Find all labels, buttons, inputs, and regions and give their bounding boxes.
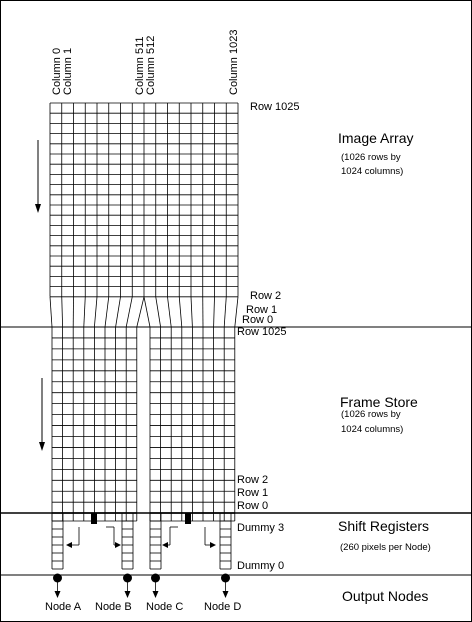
column-512-label: Column 512	[145, 36, 157, 95]
output-node-dot-2	[151, 573, 160, 583]
transition-line-right	[234, 296, 239, 328]
node-a-label: Node A	[45, 601, 82, 613]
frame-store-note-2: 1024 columns)	[341, 424, 403, 435]
image-row-1-label: Row 1	[246, 304, 277, 316]
register-split-block-1	[185, 513, 191, 524]
transition-lines	[49, 296, 239, 328]
frame-transfer-arrow	[39, 378, 45, 451]
shift-arrow-b-head	[115, 542, 121, 548]
frame-row-1025-label: Row 1025	[237, 326, 287, 338]
shift-arrow-c-head	[162, 542, 168, 548]
shift-arrows	[66, 526, 216, 548]
image-array-note-1: (1026 rows by	[341, 152, 401, 163]
shift-registers-title: Shift Registers	[338, 518, 429, 534]
transition-line-right	[223, 296, 227, 328]
output-node-arrow-1	[124, 591, 131, 598]
transition-line-left	[83, 296, 86, 328]
dummy-3-label: Dummy 3	[237, 522, 284, 534]
node-c-label: Node C	[146, 601, 183, 613]
output-node-markers	[53, 573, 230, 598]
image-array-note-2: 1024 columns)	[341, 166, 403, 177]
column-511-label: Column 511	[134, 37, 146, 96]
output-node-arrow-3	[222, 591, 229, 598]
output-node-dot-0	[53, 573, 62, 583]
transition-line-right	[213, 296, 215, 328]
transition-line-right	[143, 296, 151, 328]
frame-row-0-label: Row 0	[237, 500, 268, 512]
transition-line-left	[115, 296, 121, 328]
transition-line-left	[104, 296, 110, 328]
shift-arrow-a-head	[66, 542, 72, 548]
output-node-dot-3	[221, 573, 230, 583]
frame-store-note-1: (1026 rows by	[341, 409, 401, 420]
output-node-arrow-0	[54, 591, 61, 598]
image-array-grid	[49, 102, 239, 298]
shift-arrow-d-head	[210, 542, 216, 548]
register-split-block-0	[91, 513, 97, 524]
image-row-1025-label: Row 1025	[250, 101, 300, 113]
column-0-label: Column 0	[51, 48, 63, 95]
transition-line-left	[125, 296, 133, 328]
transition-line-left	[94, 296, 98, 328]
shift-register-grid	[51, 512, 236, 570]
node-b-label: Node B	[95, 601, 132, 613]
transition-line-right	[167, 296, 172, 328]
image-array-title: Image Array	[338, 130, 413, 146]
frame-store-title: Frame Store	[340, 394, 418, 410]
output-node-dot-1	[123, 573, 132, 583]
image-transfer-arrow	[35, 140, 41, 213]
frame-store-grid	[51, 326, 236, 514]
frame-row-2-label: Row 2	[237, 474, 268, 486]
frame-row-1-label: Row 1	[237, 487, 268, 499]
column-1-label: Column 1	[62, 48, 74, 95]
transition-line-left	[136, 296, 145, 328]
shift-registers-note: (260 pixels per Node)	[340, 542, 431, 553]
transition-line-right	[178, 296, 183, 328]
transition-line-right	[155, 296, 161, 328]
image-row-2-label: Row 2	[250, 290, 281, 302]
output-node-arrow-2	[152, 591, 159, 598]
transition-line-right	[190, 296, 193, 328]
image-row-0-label: Row 0	[242, 314, 273, 326]
transition-line-left	[61, 296, 63, 328]
dummy-0-label: Dummy 0	[237, 560, 284, 572]
transition-line-left	[49, 296, 53, 328]
column-1023-label: Column 1023	[228, 30, 240, 95]
output-nodes-title: Output Nodes	[342, 588, 428, 604]
node-d-label: Node D	[204, 601, 241, 613]
